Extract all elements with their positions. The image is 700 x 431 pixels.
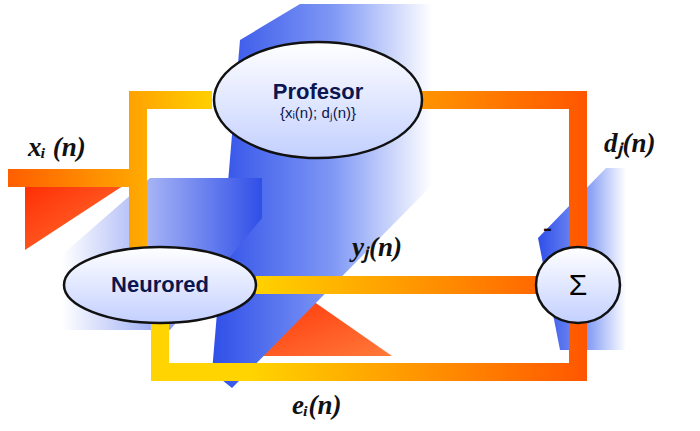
signal-label: dⱼ(n) bbox=[604, 130, 656, 157]
signal-label: eᵢ(n) bbox=[292, 392, 342, 419]
node-text-group: Neurored bbox=[111, 272, 209, 297]
ellipse-shape bbox=[536, 247, 620, 323]
signal-label: xᵢ (n) bbox=[28, 134, 86, 161]
sum-symbol: Σ bbox=[569, 268, 588, 303]
node-text-group: Σ bbox=[569, 268, 588, 303]
summing-ellipse: Σ bbox=[534, 245, 622, 325]
node-heading: Profesor bbox=[273, 79, 363, 104]
node-text-group: Profesor{xᵢ(n); dⱼ(n)} bbox=[273, 79, 363, 122]
input-bar bbox=[8, 100, 212, 250]
blue-slab bbox=[62, 178, 262, 330]
teacher-ellipse: Profesor{xᵢ(n); dⱼ(n)} bbox=[212, 40, 424, 160]
node-body: {xᵢ(n); dⱼ(n)} bbox=[280, 104, 356, 121]
node-heading: Neurored bbox=[111, 272, 209, 297]
ellipse-shape bbox=[64, 247, 256, 323]
signal-label: yⱼ(n) bbox=[352, 234, 402, 261]
signal-bar bbox=[422, 100, 578, 247]
signal-bar bbox=[160, 323, 578, 372]
ellipse-shape bbox=[214, 42, 422, 158]
network-ellipse: Neurored bbox=[62, 245, 258, 325]
sign-label: - bbox=[543, 214, 552, 241]
signal-bar bbox=[256, 276, 536, 294]
